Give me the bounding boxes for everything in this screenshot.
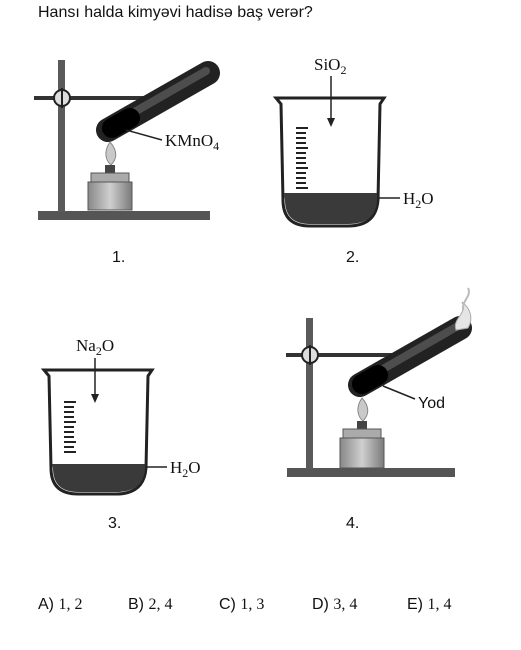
scale-3 [64, 401, 76, 453]
answer-option-a[interactable]: A) 1, 2 [38, 596, 82, 614]
figure-2: SiO2 H2O 2. [272, 55, 434, 266]
test-tube-1 [96, 61, 220, 142]
flame-1 [105, 141, 117, 166]
label-h2o-3: H2O [170, 458, 201, 480]
burner-4 [339, 421, 385, 469]
answer-value: 1, 3 [240, 596, 265, 613]
answer-letter: D) [312, 596, 329, 613]
label-h2o-2: H2O [403, 189, 434, 211]
arrow-head-2 [327, 118, 335, 127]
flame-4 [357, 397, 369, 422]
water-2 [284, 193, 377, 224]
answer-letter: B) [128, 596, 144, 613]
vapor-wisp-4 [461, 287, 470, 311]
figure-3: Na2O H2O 3. [40, 336, 201, 532]
vapor-4 [454, 301, 472, 331]
question-text: Hansı halda kimyəvi hadisə baş verər? [38, 4, 313, 21]
answer-option-e[interactable]: E) 1, 4 [407, 596, 451, 614]
figures-canvas: KMnO4 1. SiO2 H2O 2. [34, 55, 472, 532]
test-tube-4 [348, 316, 472, 397]
answer-letter: A) [38, 596, 54, 613]
label-pointer-4 [382, 385, 416, 400]
answer-option-b[interactable]: B) 2, 4 [128, 596, 172, 614]
figure-1: KMnO4 1. [34, 60, 220, 266]
figure-number-2: 2. [346, 249, 359, 266]
answer-value: 2, 4 [148, 596, 173, 613]
stand-1 [34, 60, 210, 220]
label-kmno4: KMnO4 [165, 131, 219, 153]
answer-value: 1, 2 [58, 596, 83, 613]
figure-number-3: 3. [108, 515, 121, 532]
figure-number-1: 1. [112, 249, 125, 266]
answer-option-c[interactable]: C) 1, 3 [219, 596, 264, 614]
scale-2 [296, 127, 308, 189]
answer-letter: C) [219, 596, 236, 613]
label-na2o: Na2O [76, 336, 114, 358]
label-yod: Yod [418, 395, 445, 412]
water-3 [52, 464, 145, 492]
figure-number-4: 4. [346, 515, 359, 532]
figure-4: Yod 4. [286, 287, 472, 532]
burner-1 [87, 165, 133, 211]
answer-value: 1, 4 [427, 596, 452, 613]
label-pointer-1 [125, 129, 163, 141]
arrow-head-3 [91, 394, 99, 403]
answer-letter: E) [407, 596, 423, 613]
answer-options: A) 1, 2 B) 2, 4 C) 1, 3 D) 3, 4 E) 1, 4 [0, 596, 521, 620]
label-sio2: SiO2 [314, 55, 346, 77]
answer-option-d[interactable]: D) 3, 4 [312, 596, 357, 614]
answer-value: 3, 4 [333, 596, 358, 613]
stand-4 [286, 318, 455, 477]
